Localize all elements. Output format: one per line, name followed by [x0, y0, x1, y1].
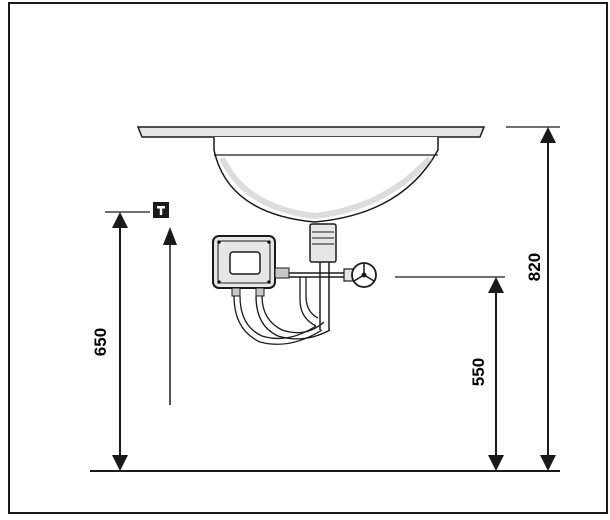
- dimension-550: 550: [395, 276, 505, 471]
- diagram-frame: [8, 2, 608, 514]
- t-marker-icon: [153, 202, 169, 218]
- basin-bowl: [213, 137, 439, 223]
- angle-valve: [343, 262, 377, 288]
- drain-pipe: [309, 223, 337, 330]
- dimension-650: 650: [91, 211, 150, 471]
- dimension-label-650: 650: [91, 328, 110, 356]
- control-box: [212, 235, 290, 297]
- dimension-820: 820: [506, 126, 560, 471]
- wash-basin: [136, 126, 486, 223]
- dimension-label-820: 820: [525, 253, 544, 281]
- dimension-label-550: 550: [469, 358, 488, 386]
- sensor-cable-arrow: [163, 227, 177, 405]
- basin-rim: [136, 126, 486, 138]
- control-box-window: [229, 251, 261, 275]
- supply-hoses: [233, 272, 346, 345]
